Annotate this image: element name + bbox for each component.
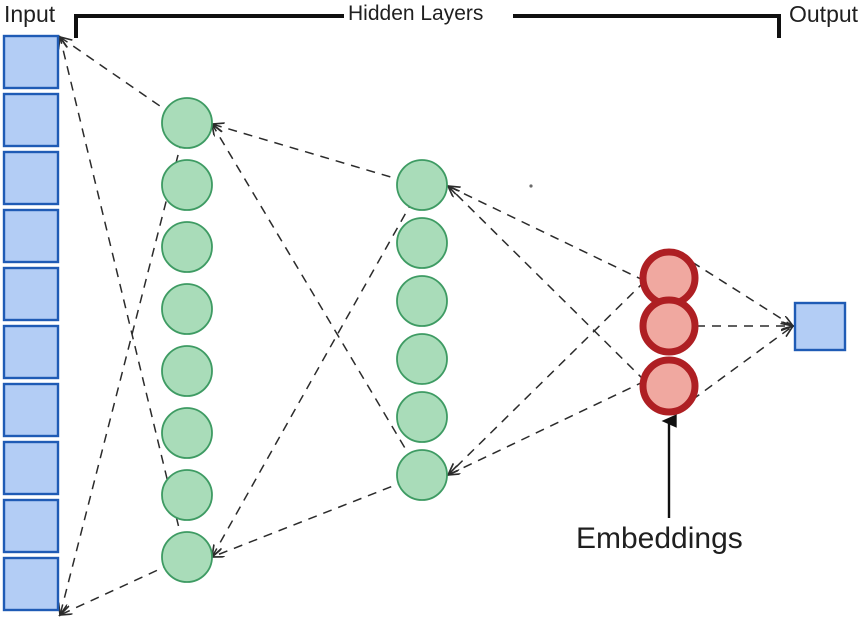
hidden1-node-6[interactable] <box>161 407 213 459</box>
hidden-layer-2 <box>396 159 448 501</box>
output-layer-label: Output <box>789 1 859 27</box>
hidden1-node-5[interactable] <box>161 345 213 397</box>
edge-in-bottom-to-h1-top <box>60 123 187 615</box>
edge-emb-1-to-output <box>691 261 793 326</box>
input-node-7[interactable] <box>2 382 60 438</box>
hidden2-node-6[interactable] <box>396 449 448 501</box>
hidden2-node-5[interactable] <box>396 391 448 443</box>
hidden1-node-4[interactable] <box>161 283 213 335</box>
embedding-layer <box>639 248 699 416</box>
edges-embeddings-to-output <box>691 261 793 401</box>
input-layer-label: Input <box>4 1 56 27</box>
edge-h1-top-to-h2-bottom <box>212 124 422 476</box>
output-node-1[interactable] <box>793 301 847 352</box>
input-node-10[interactable] <box>2 556 60 612</box>
edge-h1-bottom-to-h2-top <box>212 185 422 557</box>
edges-hidden2-to-embeddings <box>448 186 646 475</box>
hidden1-node-1[interactable] <box>161 97 213 149</box>
edge-h2-top-to-emb-top <box>448 186 646 282</box>
output-layer <box>793 301 847 352</box>
embedding-node-3[interactable] <box>639 356 699 416</box>
edge-h1-bottom-to-h2-bottom <box>212 474 422 557</box>
input-node-9[interactable] <box>2 498 60 554</box>
input-node-6[interactable] <box>2 324 60 380</box>
edge-h2-bottom-to-emb-bottom <box>448 380 646 475</box>
stray-speck <box>529 184 533 188</box>
edge-h2-top-to-emb-bottom <box>448 186 646 382</box>
hidden1-node-7[interactable] <box>161 469 213 521</box>
input-node-5[interactable] <box>2 266 60 322</box>
edge-h1-top-to-h2-top <box>212 124 422 187</box>
hidden2-node-1[interactable] <box>396 159 448 211</box>
input-node-1[interactable] <box>2 34 60 90</box>
hidden1-node-3[interactable] <box>161 221 213 273</box>
embedding-node-1[interactable] <box>639 248 699 308</box>
embeddings-callout-label: Embeddings <box>576 522 743 555</box>
hidden-layer-1 <box>161 97 213 583</box>
input-node-4[interactable] <box>2 208 60 264</box>
edge-h2-bottom-to-emb-top <box>448 280 646 475</box>
input-node-2[interactable] <box>2 92 60 148</box>
input-layer <box>2 34 60 612</box>
hidden2-node-3[interactable] <box>396 275 448 327</box>
hidden1-node-2[interactable] <box>161 159 213 211</box>
input-node-3[interactable] <box>2 150 60 206</box>
hidden-layers-bracket <box>74 14 781 38</box>
hidden-layers-label: Hidden Layers <box>348 2 484 25</box>
embedding-node-2[interactable] <box>639 296 699 356</box>
edge-emb-3-to-output <box>691 326 793 401</box>
hidden2-node-4[interactable] <box>396 333 448 385</box>
hidden2-node-2[interactable] <box>396 217 448 269</box>
hidden1-node-8[interactable] <box>161 531 213 583</box>
edges-hidden1-to-hidden2 <box>212 124 422 557</box>
input-node-8[interactable] <box>2 440 60 496</box>
